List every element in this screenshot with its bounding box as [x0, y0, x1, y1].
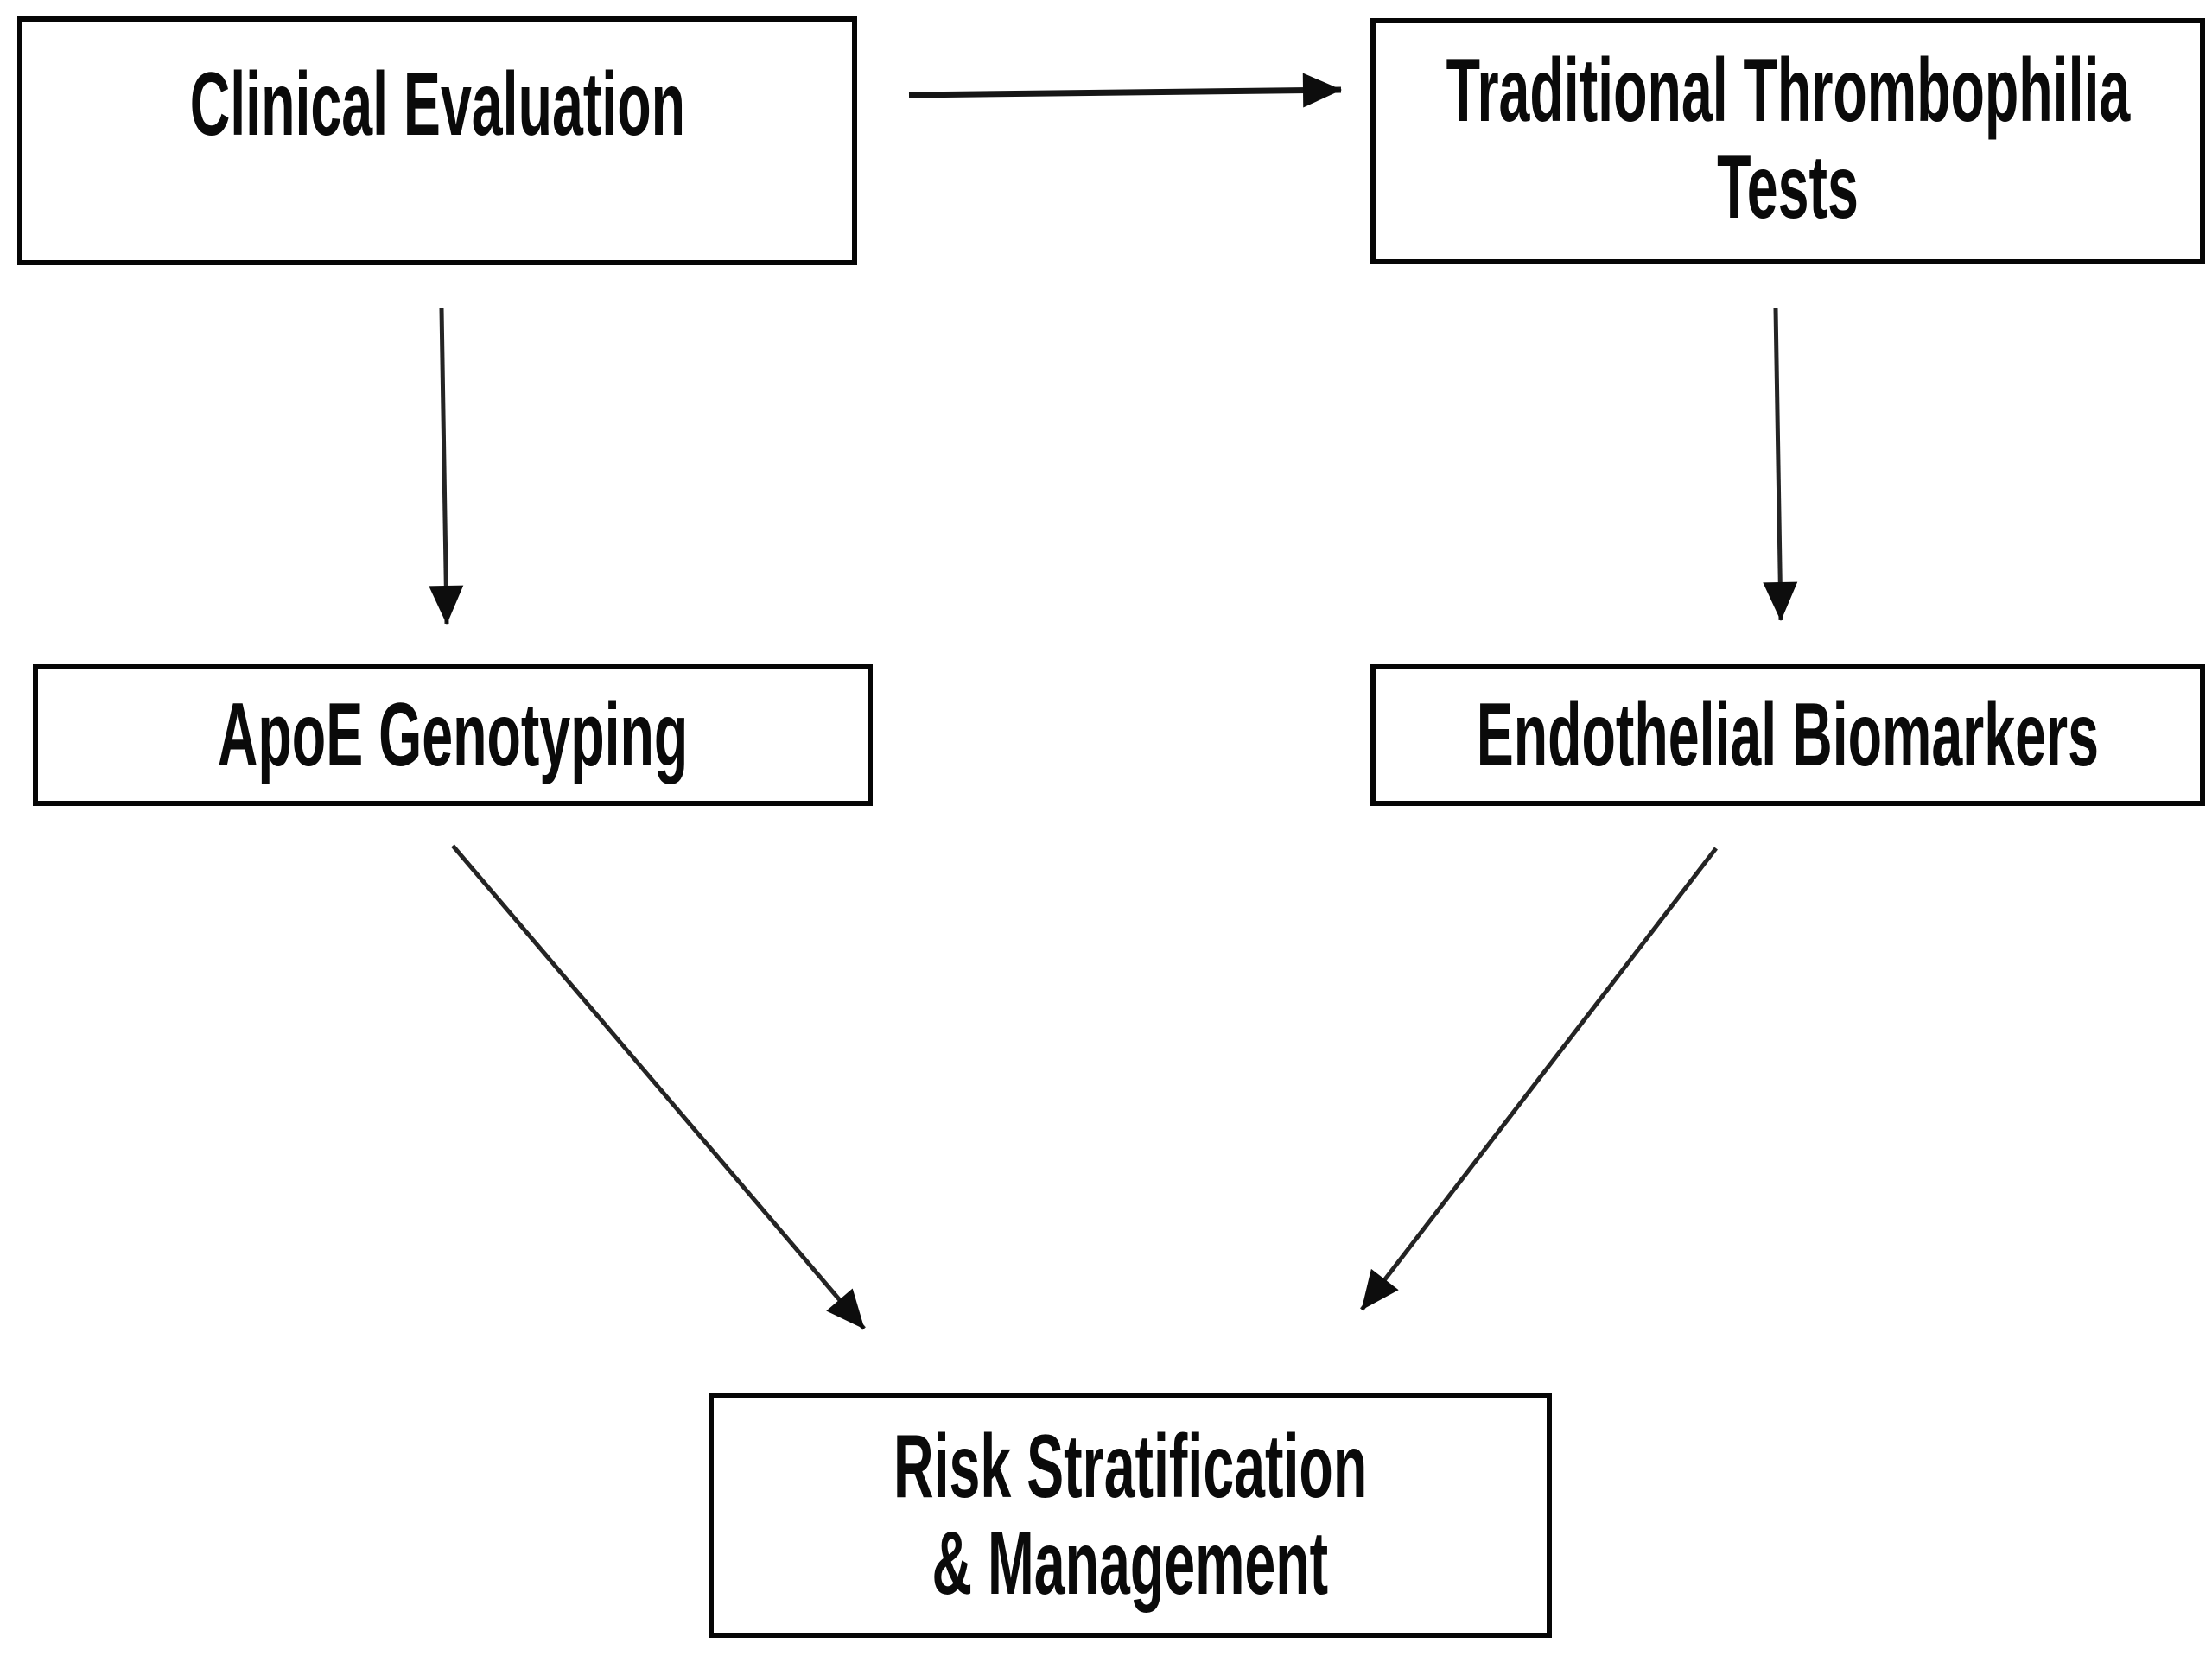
- arrow-tests-to-endothelial: [1763, 308, 1798, 621]
- box-traditional-thrombophilia-tests: Traditional Thrombophilia Tests: [1370, 18, 2205, 264]
- box-apoe-genotyping-label: ApoE Genotyping: [217, 685, 689, 785]
- box-traditional-thrombophilia-tests-label-line1: Traditional Thrombophilia: [1446, 41, 2130, 141]
- arrow-endothelial-to-risk: [1360, 847, 1718, 1311]
- box-endothelial-biomarkers-label: Endothelial Biomarkers: [1476, 685, 2100, 785]
- arrow-apoe-to-risk: [451, 844, 866, 1330]
- arrow-clinical-to-tests: [908, 73, 1342, 108]
- box-apoe-genotyping: ApoE Genotyping: [33, 664, 873, 806]
- box-clinical-evaluation: Clinical Evaluation: [17, 16, 857, 265]
- box-endothelial-biomarkers: Endothelial Biomarkers: [1370, 664, 2205, 806]
- arrow-clinical-to-apoe: [429, 308, 464, 625]
- box-traditional-thrombophilia-tests-label-line2: Tests: [1717, 137, 1859, 238]
- box-risk-stratification-management-label-line1: Risk Stratification: [893, 1417, 1368, 1517]
- box-risk-stratification-management-label-line2: & Management: [931, 1513, 1329, 1614]
- box-risk-stratification-management: Risk Stratification & Management: [709, 1393, 1552, 1638]
- box-clinical-evaluation-label: Clinical Evaluation: [189, 54, 685, 155]
